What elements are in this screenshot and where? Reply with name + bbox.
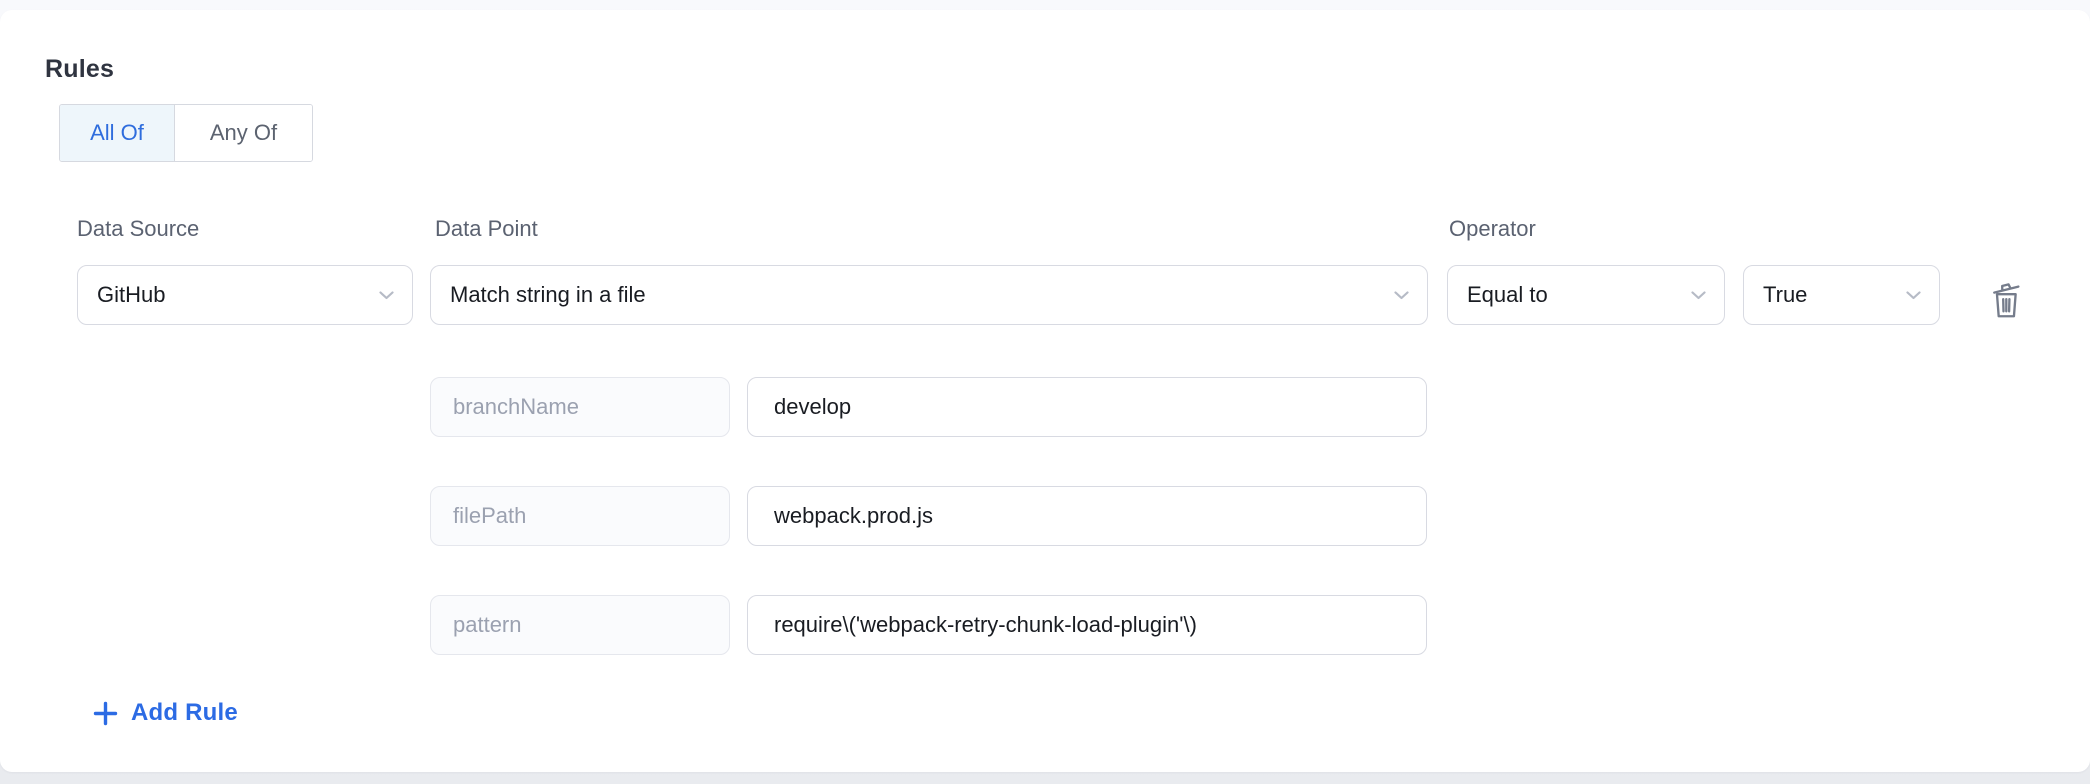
chevron-down-icon <box>1906 290 1921 299</box>
operator-value: Equal to <box>1467 282 1548 307</box>
param-key-pattern: pattern <box>430 595 730 655</box>
plus-icon <box>93 701 118 725</box>
data-point-label: Data Point <box>435 216 538 241</box>
chevron-down-icon <box>1691 290 1706 299</box>
chevron-down-icon <box>1394 290 1409 299</box>
operator-select[interactable]: Equal to <box>1447 265 1725 325</box>
data-source-select[interactable]: GitHub <box>77 265 413 325</box>
param-value-file-path[interactable] <box>747 486 1427 546</box>
param-key-file-path: filePath <box>430 486 730 546</box>
expected-value-select[interactable]: True <box>1743 265 1940 325</box>
match-type-toggle: All Of Any Of <box>59 104 313 162</box>
rules-card: Rules All Of Any Of Data Source Data Poi… <box>0 10 2090 772</box>
expected-value: True <box>1763 282 1808 307</box>
data-source-label: Data Source <box>77 216 200 241</box>
page-title: Rules <box>45 55 115 83</box>
delete-rule-button[interactable] <box>1984 276 2028 322</box>
operator-label: Operator <box>1449 216 1536 241</box>
data-point-select[interactable]: Match string in a file <box>430 265 1428 325</box>
chevron-down-icon <box>379 290 394 299</box>
toggle-any-of[interactable]: Any Of <box>175 105 312 161</box>
param-value-pattern[interactable] <box>747 595 1427 655</box>
param-key-branch-name: branchName <box>430 377 730 437</box>
trash-icon <box>1993 283 2020 318</box>
data-source-value: GitHub <box>97 282 166 307</box>
data-point-value: Match string in a file <box>450 282 646 307</box>
toggle-all-of[interactable]: All Of <box>60 105 175 161</box>
param-value-branch-name[interactable] <box>747 377 1427 437</box>
add-rule-button[interactable]: Add Rule <box>93 696 238 730</box>
add-rule-label: Add Rule <box>131 699 238 726</box>
